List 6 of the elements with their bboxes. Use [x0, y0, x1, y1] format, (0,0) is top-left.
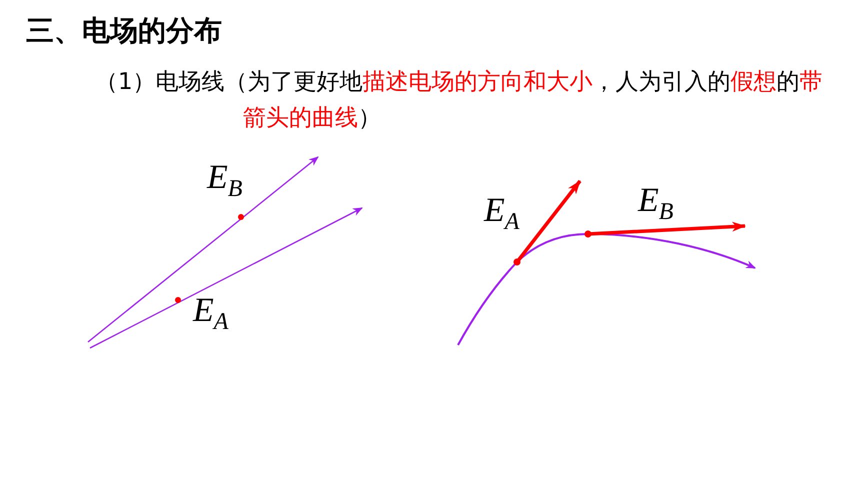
slide-title: 三、电场的分布 [26, 13, 222, 49]
field-label: E$_{A}$ [193, 293, 228, 337]
field-label: E$_{A}$ [484, 193, 520, 237]
field-label: E$_{B}$ [207, 160, 242, 204]
field-label: E$_{B}$ [638, 183, 674, 227]
definition-text: （1）电场线（为了更好地描述电场的方向和大小，人为引入的假想的带箭头的曲线） [95, 68, 824, 133]
